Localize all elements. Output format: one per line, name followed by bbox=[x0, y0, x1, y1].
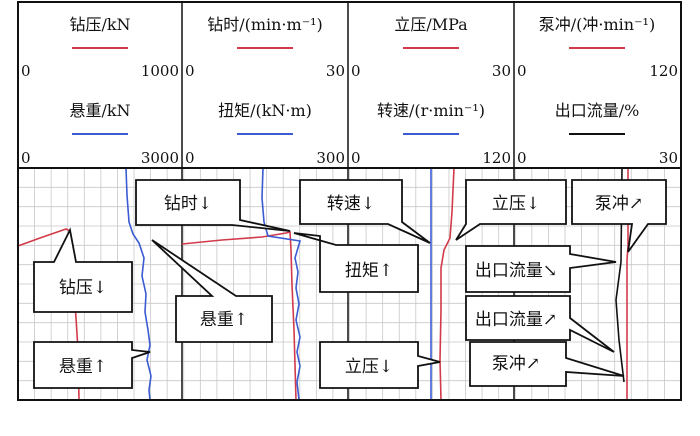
range-min-hook-load: 0 bbox=[21, 149, 31, 167]
range-max-rotary-speed: 120 bbox=[482, 149, 511, 167]
callout-torque: 扭矩↑ bbox=[293, 232, 419, 293]
legend-rotary-speed: 转速/(r·min⁻¹) bbox=[377, 101, 485, 120]
svg-text:立压↓: 立压↓ bbox=[345, 357, 393, 377]
callout-standpipe-pressure-bottom: 立压↓ bbox=[319, 341, 441, 389]
range-min-drilling-time: 0 bbox=[185, 62, 195, 80]
range-min-outlet-flow: 0 bbox=[517, 149, 527, 167]
callout-drilling-time: 钻时↓ bbox=[135, 179, 291, 232]
range-min-torque: 0 bbox=[185, 149, 195, 167]
range-max-torque: 300 bbox=[316, 149, 345, 167]
svg-text:钻压↓: 钻压↓ bbox=[59, 278, 107, 298]
legend-hook-load: 悬重/kN bbox=[69, 101, 130, 120]
callout-pump-strokes-bottom: 泵冲↗ bbox=[469, 341, 625, 387]
callout-outlet-flow-up: 出口流量↗ bbox=[465, 295, 615, 353]
header: 钻压/kN 0 1000 悬重/kN 0 3000 钻时/(min·m⁻¹) 0… bbox=[17, 1, 682, 169]
svg-text:转速↓: 转速↓ bbox=[327, 194, 375, 214]
legend-weight-on-bit: 钻压/kN bbox=[69, 15, 130, 34]
svg-text:悬重↑: 悬重↑ bbox=[59, 357, 107, 377]
range-max-standpipe-pressure: 30 bbox=[492, 62, 511, 80]
curve-drilling-time bbox=[181, 230, 297, 400]
callout-outlet-flow-down: 出口流量↘ bbox=[465, 245, 617, 293]
legend-standpipe-pressure: 立压/MPa bbox=[394, 15, 468, 34]
range-min-rotary-speed: 0 bbox=[351, 149, 361, 167]
svg-text:扭矩↑: 扭矩↑ bbox=[345, 261, 393, 281]
legend-drilling-time: 钻时/(min·m⁻¹) bbox=[207, 15, 323, 34]
callout-standpipe-pressure-top: 立压↓ bbox=[455, 179, 567, 241]
range-max-drilling-time: 30 bbox=[326, 62, 345, 80]
legend-outlet-flow: 出口流量/% bbox=[555, 101, 640, 120]
callout-hook-load-left: 悬重↑ bbox=[33, 341, 151, 389]
annotations: 钻时↓ 转速↓ 立压↓ 泵冲↗ 钻压↓ 悬重↑ bbox=[33, 179, 667, 389]
legend-pump-strokes: 泵冲/(冲·min⁻¹) bbox=[539, 15, 655, 34]
svg-text:钻时↓: 钻时↓ bbox=[164, 194, 212, 214]
legend-torque: 扭矩/(kN·m) bbox=[218, 101, 312, 120]
range-max-outlet-flow: 30 bbox=[659, 149, 678, 167]
range-min-pump-strokes: 0 bbox=[517, 62, 527, 80]
plot-area: 钻时↓ 转速↓ 立压↓ 泵冲↗ 钻压↓ 悬重↑ bbox=[17, 167, 682, 401]
curve-hook-load bbox=[125, 168, 152, 400]
range-max-pump-strokes: 120 bbox=[649, 62, 678, 80]
callout-rotary-speed: 转速↓ bbox=[299, 179, 431, 244]
callout-hook-load-right: 悬重↑ bbox=[151, 239, 273, 343]
curve-standpipe-pressure bbox=[439, 168, 455, 400]
svg-text:悬重↑: 悬重↑ bbox=[200, 310, 248, 330]
svg-text:泵冲↗: 泵冲↗ bbox=[492, 354, 540, 374]
range-min-weight-on-bit: 0 bbox=[21, 62, 31, 80]
range-min-standpipe-pressure: 0 bbox=[351, 62, 361, 80]
curve-outlet-flow bbox=[615, 168, 625, 383]
range-max-weight-on-bit: 1000 bbox=[141, 62, 179, 80]
svg-text:泵冲↗: 泵冲↗ bbox=[595, 194, 643, 214]
callout-pump-strokes-top: 泵冲↗ bbox=[571, 179, 667, 253]
callout-weight-on-bit: 钻压↓ bbox=[33, 227, 133, 313]
svg-text:出口流量↗: 出口流量↗ bbox=[475, 310, 557, 330]
svg-text:出口流量↘: 出口流量↘ bbox=[475, 261, 557, 281]
svg-text:立压↓: 立压↓ bbox=[492, 194, 540, 214]
range-max-hook-load: 3000 bbox=[141, 149, 179, 167]
